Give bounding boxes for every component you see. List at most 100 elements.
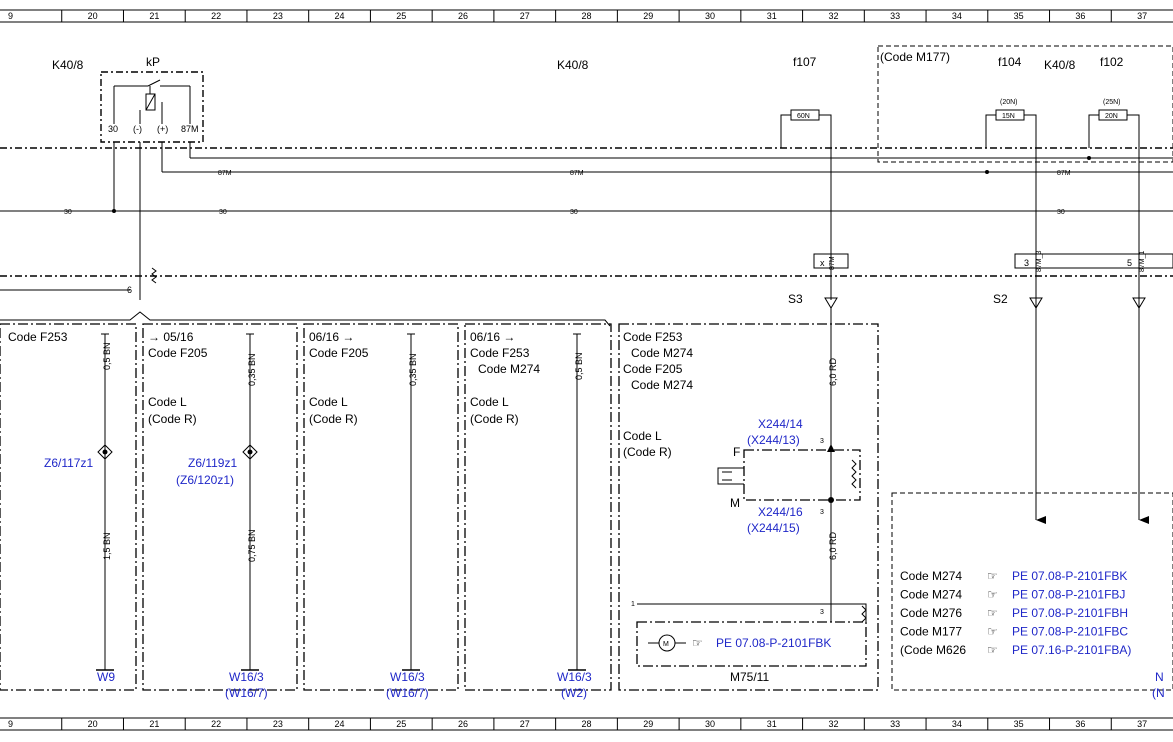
- ruler-column-label: 25: [396, 719, 406, 729]
- bottom-ruler: [0, 717, 1173, 731]
- relay-coil: [113, 79, 191, 124]
- reference-link[interactable]: PE 07.08-P-2101FBH: [1012, 606, 1128, 620]
- motor-icon: M: [648, 634, 686, 652]
- panel-4-code-l: Code L: [470, 395, 509, 409]
- panel-5-code4: Code M274: [631, 378, 693, 392]
- kp-relay-box: [100, 71, 204, 143]
- s2-connector: [1014, 253, 1173, 269]
- fuse-f102-alt-rating: (25N): [1103, 99, 1121, 106]
- ruler-column-label: 33: [890, 11, 900, 21]
- f104-fuse-label: f104: [998, 55, 1022, 69]
- panel-5-conn2-link[interactable]: X244/16: [758, 505, 803, 519]
- ruler-column-label: 28: [582, 719, 592, 729]
- panel-2-frame: [142, 323, 298, 691]
- relay-pin-87m: 87M: [181, 124, 199, 134]
- k40-8-mid-label: K40/8: [557, 58, 589, 72]
- panel-5-conn2-alt-link[interactable]: (X244/15): [747, 521, 800, 535]
- hand-pointer-icon: ☞: [692, 636, 703, 650]
- wire-87m-1-label: 87M_1: [1139, 250, 1146, 272]
- panel-5-wire2-label: 6,0 RD: [828, 531, 838, 560]
- hand-pointer-icon: ☞: [987, 569, 998, 583]
- ruler-column-label: 29: [643, 719, 653, 729]
- hand-pointer-icon: ☞: [987, 588, 998, 602]
- panel-2-wire2-label: 0,75 BN: [247, 529, 257, 562]
- ruler-column-label: 33: [890, 719, 900, 729]
- panel-5-code-l: Code L: [623, 429, 662, 443]
- top-ruler: [0, 9, 1173, 23]
- ruler-column-label: 37: [1137, 719, 1147, 729]
- panel-3-code: Code F205: [309, 346, 369, 360]
- hand-pointer-icon: ☞: [987, 643, 998, 657]
- code-m177-label: (Code M177): [880, 50, 950, 64]
- panel-3-wire-label: 0,35 BN: [408, 353, 418, 386]
- splice-s3-label: S3: [788, 292, 803, 306]
- splice-s2-label: S2: [993, 292, 1008, 306]
- reference-code: (Code M626: [900, 643, 966, 657]
- reference-link[interactable]: PE 07.08-P-2101FBC: [1012, 625, 1128, 639]
- hand-pointer-icon: ☞: [987, 625, 998, 639]
- reference-box: [891, 492, 1173, 691]
- kp-relay-label: kP: [146, 55, 160, 69]
- panel-1-ground-link[interactable]: W9: [97, 670, 115, 684]
- panel-2-ground-alt-link[interactable]: (W16/7): [225, 686, 268, 700]
- panel-2-ground-link[interactable]: W16/3: [229, 670, 264, 684]
- panel-1-wire2-label: 1,5 BN: [102, 532, 112, 560]
- panel-4-frame: [464, 323, 612, 691]
- ruler-column-label: 32: [828, 719, 838, 729]
- s2-splice-marker-2: [1132, 297, 1146, 309]
- panel-4-ground-alt-link[interactable]: (W2): [561, 686, 587, 700]
- ruler-column-label: 21: [149, 11, 159, 21]
- svg-text:30: 30: [570, 209, 578, 216]
- ruler-column-label: 30: [705, 719, 715, 729]
- panel-3-code-l: Code L: [309, 395, 348, 409]
- panel-4-date: 06/16 →: [470, 330, 515, 344]
- svg-text:87M: 87M: [1057, 170, 1071, 177]
- svg-text:30: 30: [1057, 209, 1065, 216]
- ruler-column-label: 20: [88, 11, 98, 21]
- ruler-column-label: 32: [828, 11, 838, 21]
- relay-pin-30: 30: [108, 124, 118, 134]
- reference-link[interactable]: PE 07.08-P-2101FBJ: [1012, 588, 1125, 602]
- reference-link[interactable]: PE 07.16-P-2101FBA): [1012, 643, 1131, 657]
- edge-n2-label: (N: [1152, 686, 1165, 700]
- panel-bracket: [0, 311, 611, 327]
- svg-text:M: M: [663, 641, 669, 648]
- wire-87m-3-label: 87M_3: [1036, 250, 1043, 272]
- panel-2-splice-alt-link[interactable]: (Z6/120z1): [176, 473, 234, 487]
- panel-5-code3: Code F205: [623, 362, 683, 376]
- reference-link[interactable]: PE 07.08-P-2101FBK: [1012, 569, 1127, 583]
- panel-5-conn1-link[interactable]: X244/14: [758, 417, 803, 431]
- svg-text:87M: 87M: [570, 170, 584, 177]
- ruler-column-label: 30: [705, 11, 715, 21]
- reference-code: Code M276: [900, 606, 962, 620]
- reference-code: Code M274: [900, 569, 962, 583]
- panel-3-ground-alt-link[interactable]: (W16/7): [386, 686, 429, 700]
- s2-pin-3: 3: [1024, 258, 1029, 268]
- panel-2-splice-icon: [242, 444, 258, 460]
- panel-2-splice-link[interactable]: Z6/119z1: [188, 456, 237, 470]
- fuse-f107-leads: [780, 114, 832, 148]
- ruler-column-label: 28: [582, 11, 592, 21]
- svg-text:3: 3: [820, 438, 824, 445]
- ruler-column-label: 27: [520, 719, 530, 729]
- reference-code: Code M177: [900, 625, 962, 639]
- ruler-column-label: 23: [273, 719, 283, 729]
- panel-5-conn1-alt-link[interactable]: (X244/13): [747, 433, 800, 447]
- svg-text:3: 3: [820, 609, 824, 616]
- component-spring-icon: [851, 459, 857, 489]
- motor-label: M75/11: [730, 670, 769, 684]
- panel-2-wire1-label: 0,35 BN: [247, 353, 257, 386]
- panel-1-splice-link[interactable]: Z6/117z1: [44, 456, 93, 470]
- f107-fuse-label: f107: [793, 55, 817, 69]
- panel-3-frame: [303, 323, 459, 691]
- ruler-column-label: 27: [520, 11, 530, 21]
- panel-1-wire1-label: 0,5 BN: [102, 342, 112, 370]
- spring-left: [151, 267, 157, 284]
- ruler-column-label: 34: [952, 719, 962, 729]
- panel-4-ground-link[interactable]: W16/3: [557, 670, 592, 684]
- motor-ref-link[interactable]: PE 07.08-P-2101FBK: [716, 636, 831, 650]
- svg-text:87M: 87M: [218, 170, 232, 177]
- panel-3-ground-link[interactable]: W16/3: [390, 670, 425, 684]
- panel-2-code: Code F205: [148, 346, 208, 360]
